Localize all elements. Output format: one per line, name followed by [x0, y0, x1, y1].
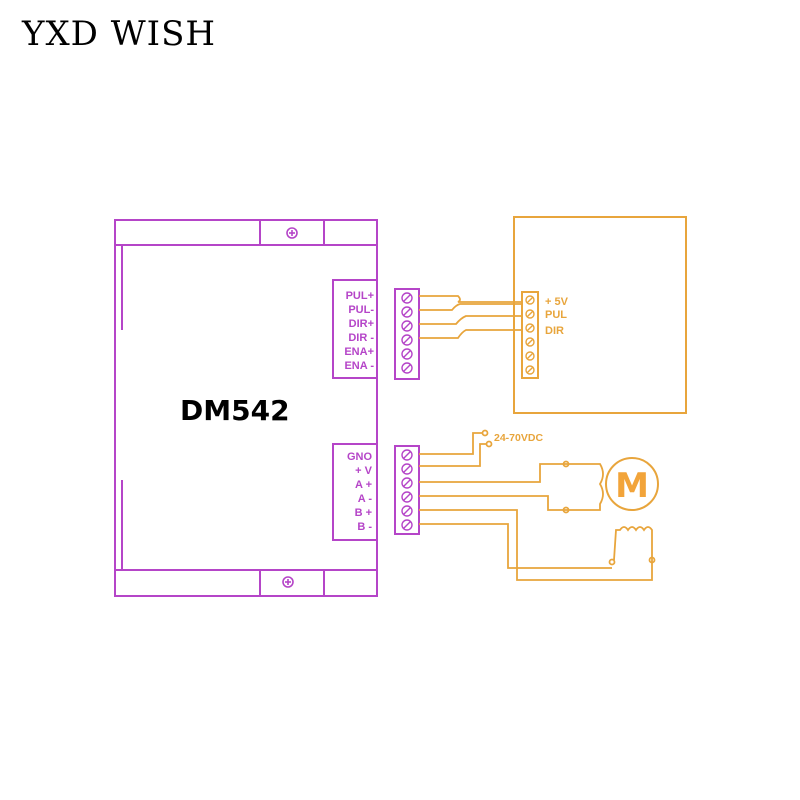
- signal-terminal-screw-icon: [401, 334, 413, 346]
- terminal-label-ena-minus: ENA -: [344, 360, 374, 372]
- brand-title: YXD WISH: [22, 14, 217, 54]
- controller-terminal-screw-icon: [525, 351, 535, 361]
- terminal-label-b-minus: B -: [357, 521, 372, 533]
- controller-terminal-screws: [525, 295, 535, 375]
- motor-label: M: [615, 466, 649, 506]
- power-terminal-screw-icon: [401, 505, 413, 517]
- signal-terminal-labels: PUL+ PUL- DIR+ DIR - ENA+ ENA -: [344, 290, 374, 372]
- power-supply-label: 24-70VDC: [494, 432, 543, 444]
- signal-wires: [419, 295, 521, 339]
- controller-pin-pul: PUL: [545, 309, 567, 321]
- power-terminal-screw-icon: [401, 463, 413, 475]
- terminal-label-gnd: GNO: [347, 451, 373, 463]
- mount-screw-bottom-icon: [282, 576, 294, 588]
- driver-body: [114, 219, 420, 597]
- signal-terminal-screw-icon: [401, 292, 413, 304]
- terminal-label-pul-plus: PUL+: [346, 290, 374, 302]
- driver-model-label: DM542: [180, 394, 290, 427]
- controller-pin-labels: + 5V PUL DIR: [545, 296, 569, 337]
- power-terminal-screw-icon: [401, 449, 413, 461]
- signal-terminal-screw-icon: [401, 348, 413, 360]
- controller-terminal-screw-icon: [525, 309, 535, 319]
- controller-board: [513, 216, 687, 414]
- controller-pin-dir: DIR: [545, 325, 564, 337]
- terminal-label-ena-plus: ENA+: [344, 346, 374, 358]
- power-terminal-labels: GNO + V A + A - B + B -: [347, 451, 373, 533]
- terminal-label-a-plus: A +: [355, 479, 372, 491]
- signal-terminal-screw-icon: [401, 320, 413, 332]
- controller-terminal-screw-icon: [525, 295, 535, 305]
- terminal-label-b-plus: B +: [355, 507, 372, 519]
- signal-terminal-screw-icon: [401, 362, 413, 374]
- terminal-label-pul-minus: PUL-: [348, 304, 374, 316]
- power-terminal-screw-icon: [401, 491, 413, 503]
- mount-screw-top-icon: [286, 227, 298, 239]
- signal-terminal-screw-icon: [401, 306, 413, 318]
- terminal-label-dir-plus: DIR+: [349, 318, 374, 330]
- terminal-label-a-minus: A -: [358, 493, 373, 505]
- controller-terminal-screw-icon: [525, 365, 535, 375]
- power-terminal-screws: [401, 449, 413, 531]
- power-supply-wires: [419, 429, 493, 467]
- signal-terminal-screws: [401, 292, 413, 374]
- terminal-label-dir-minus: DIR -: [348, 332, 374, 344]
- motor-symbol: [605, 457, 659, 511]
- motor-coil-wires: [419, 460, 656, 581]
- power-terminal-screw-icon: [401, 519, 413, 531]
- power-terminal-screw-icon: [401, 477, 413, 489]
- terminal-label-vplus: + V: [355, 465, 372, 477]
- controller-terminal-screw-icon: [525, 323, 535, 333]
- controller-terminal-screw-icon: [525, 337, 535, 347]
- controller-pin-5v: + 5V: [545, 296, 569, 308]
